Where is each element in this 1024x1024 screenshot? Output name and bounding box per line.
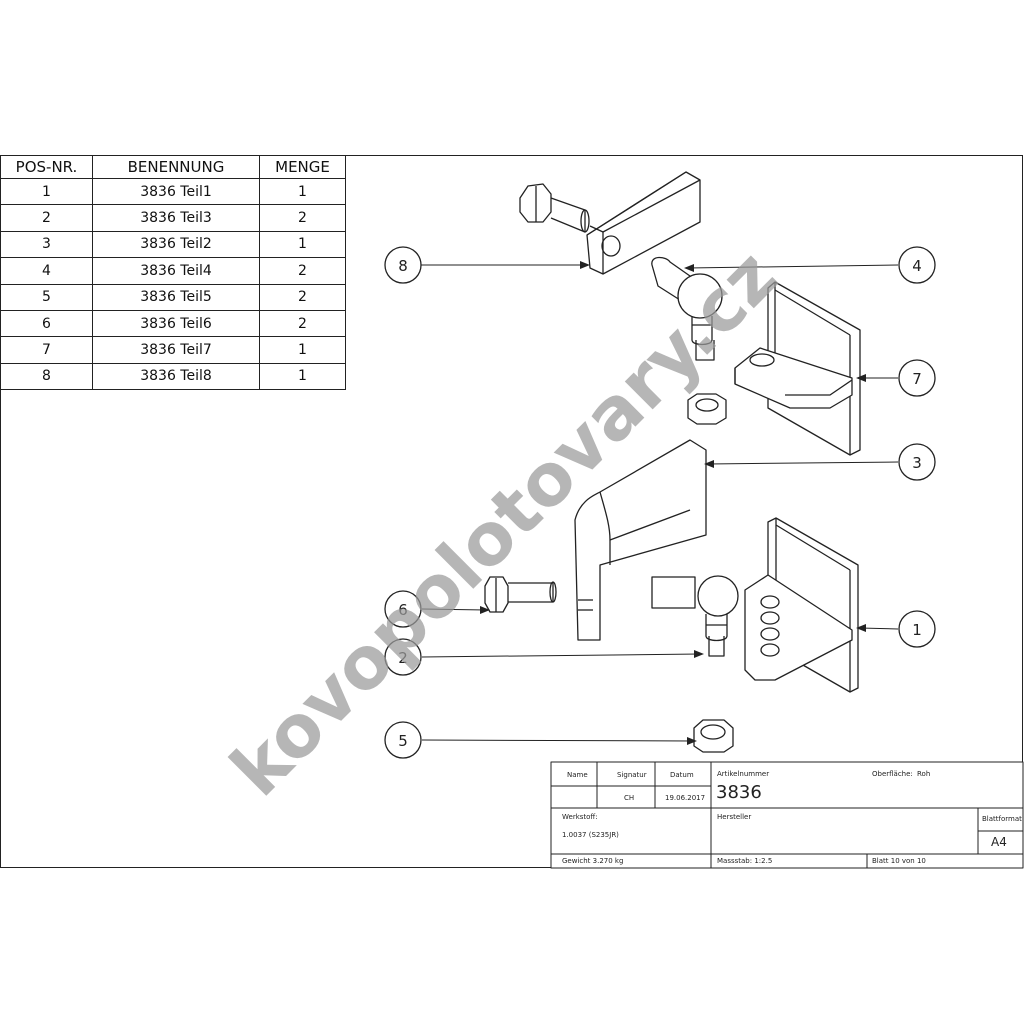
balloon-label: 4 [912, 257, 922, 275]
article-label: Artikelnummer [717, 770, 770, 778]
bom-pos: 5 [0, 283, 93, 311]
part-ball-joint-upper [651, 256, 723, 361]
balloon-label: 8 [398, 257, 408, 275]
bom-qty: 1 [259, 230, 346, 259]
balloon-label: 6 [398, 601, 408, 619]
balloon-labels: 8 4 7 3 6 2 1 5 [398, 257, 922, 750]
manufacturer-label: Hersteller [717, 813, 752, 821]
bom-header-qty: MENGE [259, 155, 346, 179]
bom-qty: 1 [259, 362, 346, 391]
bom-qty: 1 [259, 336, 346, 364]
balloon [384, 590, 422, 628]
part-bracket-upper [734, 281, 861, 456]
leader-arrows [480, 261, 866, 745]
surface-value: Roh [917, 770, 931, 778]
bom-header-row: POS-NR. BENENNUNG MENGE [0, 155, 346, 179]
sheet-value: Blatt 10 von 10 [872, 857, 926, 865]
balloon [384, 721, 422, 759]
balloon [898, 246, 936, 284]
title-block: Name Signatur Datum CH 19.06.2017 Artike… [551, 762, 1023, 868]
bom-pos: 6 [0, 309, 93, 338]
balloon [384, 246, 422, 284]
part-l-arm [574, 439, 707, 641]
bom-qty: 1 [259, 177, 346, 206]
balloon [898, 359, 936, 397]
balloon-label: 3 [912, 454, 922, 472]
signature-value: CH [624, 794, 635, 802]
drawing-frame [0, 155, 1023, 868]
balloon-label: 7 [912, 370, 922, 388]
scale-value: Massstab: 1:2.5 [717, 857, 773, 865]
part-hex-bolt-upper [519, 183, 590, 233]
part-nut-middle [687, 393, 727, 425]
date-label: Datum [670, 771, 694, 779]
bom-name: 3836 Teil6 [92, 309, 260, 338]
surface-label: Oberfläche: [872, 770, 913, 778]
balloon [384, 638, 422, 676]
part-nut-bottom [693, 719, 734, 753]
bom-pos: 2 [0, 204, 93, 232]
balloon [898, 610, 936, 648]
bom-pos: 8 [0, 362, 93, 391]
bom-qty: 2 [259, 204, 346, 232]
weight-value: Gewicht 3.270 kg [562, 857, 624, 865]
article-number: 3836 [716, 782, 762, 803]
title-block-grid [550, 761, 1024, 869]
bom-name: 3836 Teil8 [92, 362, 260, 391]
format-value: A4 [991, 835, 1007, 849]
balloons [384, 246, 936, 759]
material-label: Werkstoff: [562, 813, 598, 821]
bom-name: 3836 Teil7 [92, 336, 260, 364]
balloon [898, 443, 936, 481]
balloon-label: 2 [398, 649, 408, 667]
bom-name: 3836 Teil4 [92, 257, 260, 285]
signature-label: Signatur [617, 771, 647, 779]
balloon-label: 5 [398, 732, 408, 750]
format-label: Blattformat [982, 815, 1022, 823]
part-ball-joint-lower [651, 575, 739, 657]
date-value: 19.06.2017 [665, 794, 706, 802]
part-hex-bolt-lower [484, 576, 557, 613]
name-label: Name [567, 771, 588, 779]
material-value: 1.0037 (S235JR) [562, 831, 619, 839]
bom-header-name: BENENNUNG [92, 155, 260, 179]
bom-name: 3836 Teil5 [92, 283, 260, 311]
balloon-label: 1 [912, 621, 922, 639]
part-bracket-lower [744, 517, 859, 693]
part-link-bar [586, 171, 701, 275]
bom-name: 3836 Teil3 [92, 204, 260, 232]
leader-lines [421, 264, 899, 742]
bom-name: 3836 Teil2 [92, 230, 260, 259]
